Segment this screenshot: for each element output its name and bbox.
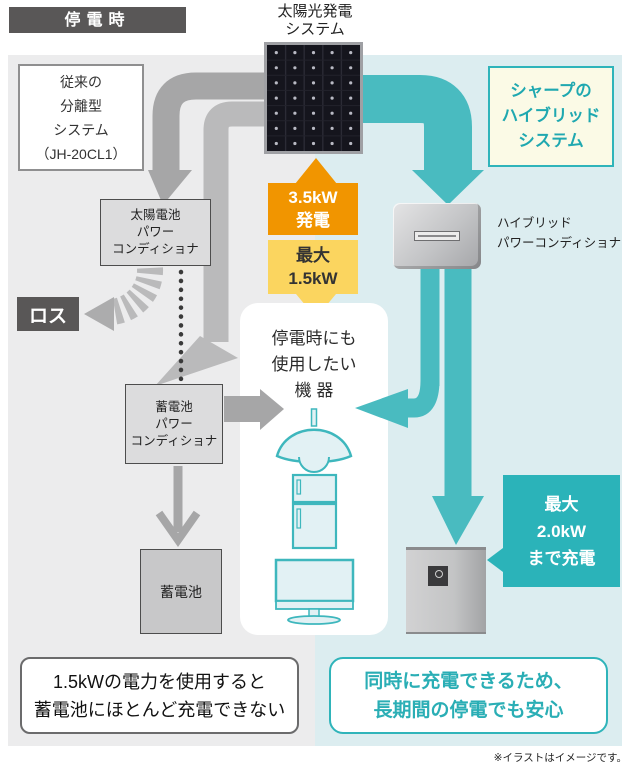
loss-badge: ロス bbox=[17, 297, 79, 331]
tv-icon bbox=[274, 558, 355, 625]
storage-conditioner-line3: コンディショナ bbox=[130, 433, 218, 448]
legacy-system-line2: 分離型 bbox=[60, 97, 102, 114]
solar-system-label-line1: 太陽光発電 bbox=[277, 3, 353, 20]
generation-unit-label: 発電 bbox=[296, 211, 330, 230]
pv-conditioner-box: 太陽電池 パワー コンディショナ bbox=[100, 199, 211, 266]
appliance-panel: 停電時にも 使用したい 機 器 bbox=[240, 303, 388, 635]
battery-unit-display bbox=[428, 566, 448, 586]
solar-system-label: 太陽光発電 システム bbox=[245, 3, 385, 39]
generation-arrow-up bbox=[295, 158, 337, 184]
hybrid-conditioner-label-line1: ハイブリッド bbox=[497, 216, 572, 230]
footnote: ※イラストはイメージです。 bbox=[493, 752, 627, 764]
max-output-badge: 最大 1.5kW bbox=[268, 240, 358, 294]
storage-conditioner-line1: 蓄電池 bbox=[155, 399, 193, 414]
max-output-value: 1.5kW bbox=[288, 269, 338, 288]
legacy-system-line3: システム bbox=[53, 121, 109, 138]
legacy-system-line1: 従来の bbox=[60, 73, 102, 90]
appliance-title: 停電時にも 使用したい 機 器 bbox=[240, 326, 388, 404]
legacy-caption-line1: 1.5kWの電力を使用すると bbox=[52, 671, 266, 692]
hybrid-caption-line1: 同時に充電できるため、 bbox=[364, 670, 573, 692]
hybrid-conditioner-nameplate bbox=[414, 231, 460, 241]
legacy-caption: 1.5kWの電力を使用すると 蓄電池にほとんど充電できない bbox=[20, 657, 299, 734]
hybrid-conditioner-image bbox=[393, 203, 481, 269]
hybrid-caption-line2: 長期間の停電でも安心 bbox=[373, 699, 564, 721]
pv-conditioner-line2: パワー bbox=[136, 225, 175, 239]
pendant-lamp-icon bbox=[275, 408, 353, 473]
power-outage-header: 停電時 bbox=[9, 7, 186, 33]
solar-panel-image bbox=[264, 42, 363, 154]
charge-capacity-line3: まで充電 bbox=[527, 548, 596, 568]
battery-unit-image bbox=[406, 547, 486, 634]
appliance-title-line2: 使用したい bbox=[271, 355, 357, 374]
sharp-hybrid-system-box: シャープの ハイブリッド システム bbox=[488, 66, 614, 167]
hybrid-caption: 同時に充電できるため、 長期間の停電でも安心 bbox=[329, 657, 608, 734]
charge-badge-pointer bbox=[487, 548, 503, 572]
legacy-caption-line2: 蓄電池にほとんど充電できない bbox=[33, 699, 286, 720]
appliance-icons bbox=[274, 408, 355, 625]
charge-capacity-value: 2.0kW bbox=[536, 521, 587, 541]
refrigerator-icon bbox=[291, 473, 338, 550]
hybrid-conditioner-label-line2: パワーコンディショナ bbox=[497, 236, 622, 250]
pv-conditioner-line3: コンディショナ bbox=[112, 242, 199, 256]
sharp-system-line1: シャープの bbox=[510, 82, 592, 100]
hybrid-conditioner-label: ハイブリッド パワーコンディショナ bbox=[497, 213, 621, 253]
legacy-system-model: （JH-20CL1） bbox=[35, 145, 127, 162]
appliance-title-line3: 機 器 bbox=[294, 381, 334, 400]
sharp-system-line3: システム bbox=[518, 132, 584, 150]
solar-system-label-line2: システム bbox=[285, 21, 345, 38]
storage-battery-box: 蓄電池 bbox=[140, 549, 222, 634]
legacy-system-box: 従来の 分離型 システム （JH-20CL1） bbox=[18, 64, 144, 171]
storage-conditioner-line2: パワー bbox=[155, 416, 193, 431]
charge-capacity-line1: 最大 bbox=[544, 494, 579, 514]
storage-conditioner-box: 蓄電池 パワー コンディショナ bbox=[125, 384, 223, 464]
appliance-title-line1: 停電時にも bbox=[271, 329, 357, 348]
pv-conditioner-line1: 太陽電池 bbox=[130, 208, 181, 222]
sharp-system-line2: ハイブリッド bbox=[501, 107, 601, 125]
generation-badge: 3.5kW 発電 bbox=[268, 183, 358, 235]
max-output-label: 最大 bbox=[296, 246, 330, 265]
generation-value: 3.5kW bbox=[288, 188, 338, 207]
charge-capacity-badge: 最大 2.0kW まで充電 bbox=[503, 475, 620, 587]
